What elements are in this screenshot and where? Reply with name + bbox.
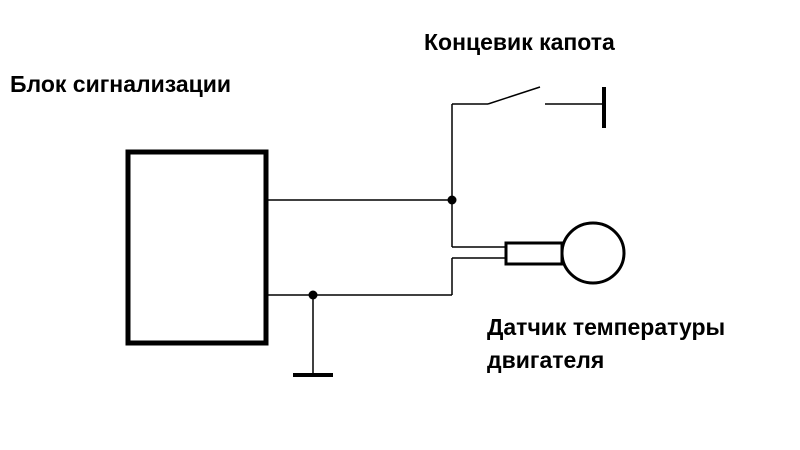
- temp-sensor-stem: [504, 241, 564, 266]
- hood-switch-label: Концевик капота: [424, 29, 615, 55]
- temp-sensor-label: Датчик температуры двигателя: [487, 311, 725, 378]
- junction-dot-upper: [447, 195, 457, 205]
- hood-switch-blade: [487, 86, 541, 105]
- temp-sensor-head: [560, 221, 626, 285]
- temp-sensor-label-line2: двигателя: [487, 347, 605, 374]
- alarm-unit-label: Блок сигнализации: [10, 71, 232, 97]
- alarm-unit-box: [125, 149, 269, 346]
- temp-sensor-label-line1: Датчик температуры: [487, 314, 726, 340]
